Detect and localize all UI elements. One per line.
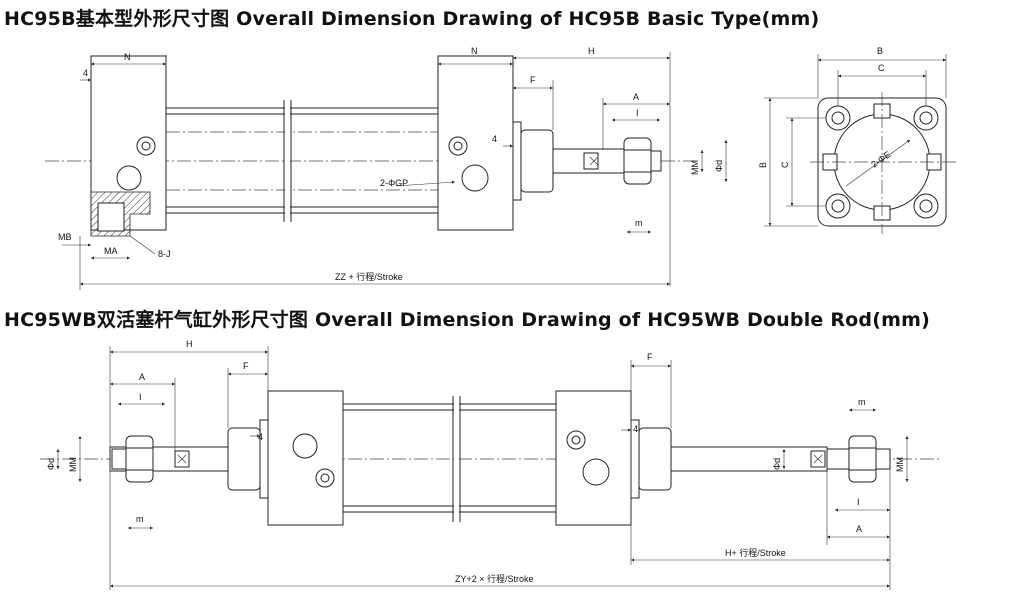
label-mb: MB (58, 232, 72, 242)
label-4-right: 4 (633, 424, 638, 434)
end-view (764, 54, 956, 234)
label-zz: ZZ + 行程/Stroke (335, 271, 403, 282)
double-rod-heading: HC95WB双活塞杆气缸外形尺寸图 Overall Dimension Draw… (4, 309, 930, 331)
basic-labels: N 4 N H F A I 4 2-ΦGP MM Φd m MB MA 8-J … (58, 46, 724, 282)
basic-type-heading: HC95B基本型外形尺寸图 Overall Dimension Drawing … (4, 8, 820, 30)
double-dimensions (56, 346, 909, 590)
label-4-top: 4 (83, 68, 88, 78)
label-m: m (635, 218, 643, 228)
label-gp: 2-ΦGP (380, 178, 408, 188)
label-h-double: H (186, 339, 193, 349)
label-ma: MA (104, 246, 118, 256)
label-n-right: N (471, 46, 478, 56)
label-b-top: B (877, 46, 883, 56)
label-a-left: A (139, 372, 145, 382)
label-h-stroke: H+ 行程/Stroke (725, 547, 786, 558)
label-m-right: m (858, 397, 866, 407)
double-side-view (40, 390, 940, 526)
label-phid: Φd (714, 160, 724, 172)
label-b-side: B (758, 162, 768, 168)
label-f: F (530, 75, 536, 85)
double-labels: H F A I 4 Φd MM m F 4 m Φd MM I A H+ 行程/… (46, 339, 905, 584)
label-mm: MM (690, 160, 700, 175)
label-m-left: m (136, 514, 144, 524)
label-8j: 8-J (158, 249, 171, 259)
label-i-right: I (857, 497, 860, 507)
label-4-mid: 4 (492, 134, 497, 144)
label-h: H (588, 46, 595, 56)
label-phid-left: Φd (46, 458, 56, 470)
label-f-left: F (243, 361, 249, 371)
label-c-side: C (780, 161, 790, 168)
basic-side-view (45, 55, 700, 237)
label-a: A (633, 92, 639, 102)
label-zy-stroke: ZY+2 × 行程/Stroke (455, 573, 534, 584)
basic-dimensions (62, 52, 728, 290)
label-i-left: I (139, 392, 142, 402)
label-c-top: C (878, 63, 885, 73)
label-a-right: A (856, 524, 862, 534)
label-phid-right: Φd (772, 458, 782, 470)
label-mm-left: MM (68, 457, 78, 472)
label-i: I (636, 108, 639, 118)
label-mm-right: MM (895, 457, 905, 472)
label-n-left: N (124, 52, 131, 62)
label-f-right: F (647, 352, 653, 362)
label-4-left: 4 (258, 432, 263, 442)
